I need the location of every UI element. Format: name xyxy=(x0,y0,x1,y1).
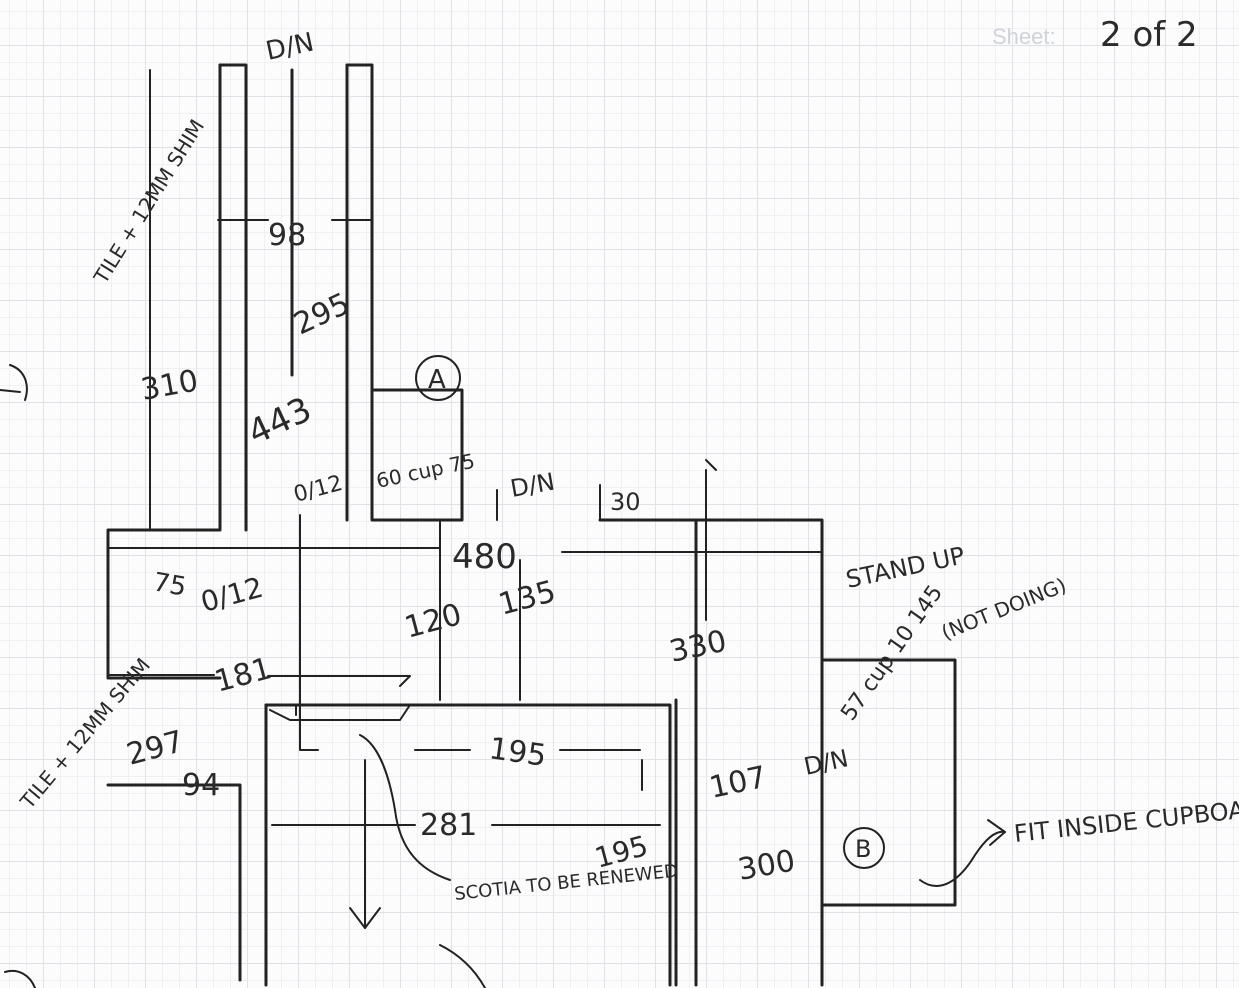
dim-310-label: 310 xyxy=(138,363,200,407)
wall-outline xyxy=(106,63,957,987)
mid-dn-label: D/N xyxy=(508,468,557,503)
dim-297-label: 297 xyxy=(123,724,187,773)
tile-shim-bottom-note: TILE + 12MM SHIM xyxy=(15,653,155,814)
dim-330-label: 330 xyxy=(666,624,729,670)
dim-94-label: 94 xyxy=(182,768,220,803)
marker-a-circle xyxy=(415,355,461,401)
dim-107-label: 107 xyxy=(706,760,769,806)
dim-443-label: 443 xyxy=(242,389,318,453)
dim-30-label: 30 xyxy=(610,488,641,516)
dim-0-12-a-label: 0/12 xyxy=(291,471,345,508)
marker-a-label: A xyxy=(428,365,446,395)
right-dn-label: D/N xyxy=(801,744,850,781)
stand-up-note: STAND UP xyxy=(843,541,967,593)
dim-281-label: 281 xyxy=(420,808,477,843)
dim-480-label: 480 xyxy=(452,537,517,577)
cup-b-note: 57 cup 10 145 xyxy=(836,581,948,726)
fit-inside-note: FIT INSIDE CUPBOARD xyxy=(1013,792,1239,848)
dimension-lines xyxy=(0,69,1006,988)
marker-b-label: B xyxy=(855,835,871,863)
dim-0-12-b-label: 0/12 xyxy=(197,571,266,619)
dim-300-label: 300 xyxy=(735,843,797,887)
sheet-label: Sheet: xyxy=(992,24,1056,49)
top-dn-label: D/N xyxy=(263,27,316,66)
dim-120-label: 120 xyxy=(401,597,465,646)
tile-shim-top-note: TILE + 12MM SHIM xyxy=(88,115,209,288)
dim-75-label: 75 xyxy=(151,567,189,602)
sheet-number: 2 of 2 xyxy=(1100,15,1198,55)
dim-98-label: 98 xyxy=(268,218,306,253)
not-doing-note: (NOT DOING) xyxy=(938,573,1070,645)
dim-135-label: 135 xyxy=(495,574,559,623)
marker-b-circle xyxy=(843,827,885,869)
scotia-note: SCOTIA TO BE RENEWED xyxy=(453,861,679,905)
dim-195-a-label: 195 xyxy=(487,731,549,774)
dim-181-label: 181 xyxy=(211,651,275,700)
dim-295-label: 295 xyxy=(289,286,356,342)
